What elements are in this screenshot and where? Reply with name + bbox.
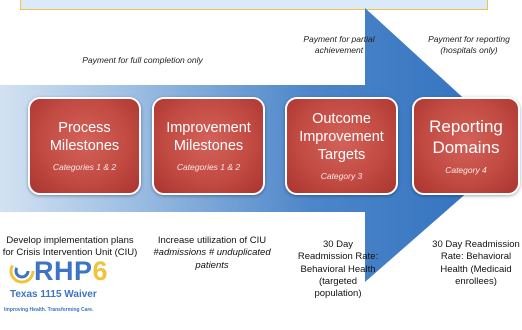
payment-label-full: Payment for full completion only: [82, 55, 203, 65]
box-subtitle: Category 4: [445, 164, 487, 175]
box-subtitle: Categories 1 & 2: [52, 161, 117, 172]
improvement-description-measures: #admissions # unduplicated patients: [153, 247, 271, 271]
payment-label-partial: Payment for partial achievement: [303, 34, 375, 55]
box-subtitle: Categories 1 & 2: [176, 161, 241, 172]
outcome-targets-box: Outcome Improvement Targets Category 3: [285, 97, 398, 195]
rhp-swirl-icon: [9, 258, 35, 284]
rhp6-logo: RHP6 Texas 1115 Waiver Improving Health.…: [4, 256, 116, 328]
reporting-domains-box: Reporting Domains Category 4: [412, 97, 520, 195]
box-title: Outcome Improvement Targets: [299, 111, 384, 163]
reporting-description: 30 Day Readmission Rate: Behavioral Heal…: [432, 239, 520, 288]
logo-wordmark: RHP6: [34, 256, 108, 287]
process-milestones-box: Process Milestones Categories 1 & 2: [28, 97, 141, 195]
logo-waiver-text: Texas 1115 Waiver: [10, 289, 97, 300]
logo-six-text: 6: [92, 256, 109, 286]
process-description: Develop implementation plans for Crisis …: [2, 235, 138, 259]
top-banner-bar: [20, 0, 488, 10]
improvement-description: Increase utilization of CIU #admissions …: [152, 235, 272, 272]
outcome-description: 30 Day Readmission Rate: Behavioral Heal…: [297, 239, 379, 300]
improvement-description-line: Increase utilization of CIU: [157, 235, 267, 246]
improvement-milestones-box: Improvement Milestones Categories 1 & 2: [152, 97, 265, 195]
box-title: Improvement Milestones: [166, 120, 251, 154]
payment-label-reporting: Payment for reporting (hospitals only): [428, 34, 510, 55]
box-title: Reporting Domains: [429, 117, 503, 157]
logo-rhp-text: RHP: [34, 256, 93, 286]
logo-tagline: Improving Health. Transforming Care.: [4, 307, 94, 313]
box-title: Process Milestones: [49, 120, 120, 154]
box-subtitle: Category 3: [320, 170, 363, 181]
